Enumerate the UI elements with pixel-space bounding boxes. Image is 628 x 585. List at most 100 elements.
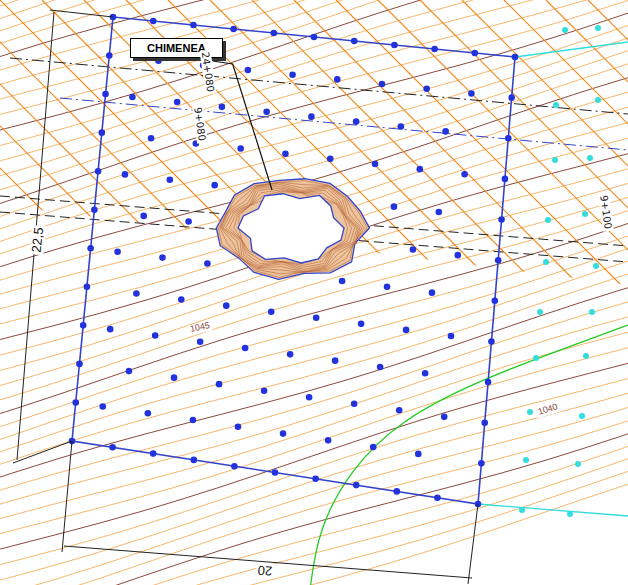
- blast-hole: [545, 217, 551, 223]
- blast-hole: [102, 91, 109, 98]
- blast-hole: [148, 135, 155, 142]
- blast-hole: [583, 353, 589, 359]
- blast-hole: [377, 364, 384, 371]
- blast-hole: [498, 216, 505, 223]
- blast-hole: [190, 417, 197, 424]
- blast-hole: [492, 298, 499, 305]
- blast-hole: [126, 368, 133, 375]
- contour-line: [0, 0, 628, 166]
- blast-hole: [190, 22, 197, 29]
- blast-hole: [485, 379, 492, 386]
- blast-hole: [595, 97, 601, 103]
- blast-hole: [429, 289, 436, 296]
- blast-hole: [582, 211, 588, 217]
- blast-hole: [353, 118, 360, 125]
- blast-hole: [372, 161, 379, 168]
- blast-hole: [174, 99, 181, 106]
- blast-hole: [171, 374, 178, 381]
- dimension-lines: [13, 10, 478, 584]
- contour-line: [0, 0, 628, 76]
- blast-hole: [512, 54, 519, 61]
- contour-line: [0, 264, 628, 471]
- grade-line: [588, 0, 628, 330]
- contour-line: [0, 0, 628, 151]
- blast-hole: [527, 409, 533, 415]
- blast-hole: [552, 157, 558, 163]
- grade-line: [210, 0, 540, 330]
- blast-hole: [219, 104, 226, 111]
- blast-hole: [403, 327, 410, 334]
- blast-hole: [478, 460, 485, 467]
- blast-hole: [245, 67, 252, 74]
- blast-hole: [508, 94, 515, 101]
- grade-lines: [0, 0, 628, 330]
- blast-hole: [441, 414, 448, 421]
- blast-hole: [87, 245, 94, 252]
- blast-hole: [289, 71, 296, 78]
- blast-hole: [311, 34, 318, 41]
- blast-hole: [76, 361, 83, 368]
- blast-hole: [396, 407, 403, 414]
- blast-hole: [379, 81, 386, 88]
- grade-line: [462, 0, 628, 330]
- blast-hole: [575, 461, 581, 467]
- blast-hole: [353, 482, 360, 489]
- blast-hole: [216, 381, 223, 388]
- blast-hole: [237, 145, 244, 152]
- contour-line: [0, 384, 628, 585]
- grade-line: [42, 0, 372, 330]
- contour-line: [0, 0, 628, 50]
- blast-hole: [434, 494, 441, 501]
- blast-hole: [384, 284, 391, 291]
- contour-line: [0, 293, 628, 496]
- blast-hole: [145, 410, 152, 417]
- blast-hole: [204, 260, 211, 267]
- blast-hole: [488, 338, 495, 345]
- blast-hole: [442, 128, 449, 135]
- blast-hole: [579, 413, 585, 419]
- blast-hole: [211, 182, 218, 189]
- blast-hole: [589, 309, 595, 315]
- blast-hole: [109, 444, 116, 451]
- blast-hole: [472, 50, 479, 57]
- blast-hole: [567, 511, 573, 517]
- grade-line: [84, 0, 414, 330]
- blast-hole: [95, 168, 102, 175]
- contour-line: [0, 99, 628, 300]
- blast-holes: [69, 14, 519, 508]
- contour-line: [0, 398, 628, 585]
- extension-line: [515, 42, 628, 57]
- blast-hole: [91, 206, 98, 213]
- blast-hole: [230, 26, 237, 33]
- contour-line: [0, 0, 628, 38]
- adjacent-holes: [519, 25, 601, 517]
- blast-hole: [242, 345, 249, 352]
- contour-line: [0, 474, 628, 585]
- blast-hole: [431, 46, 438, 53]
- blast-hole: [150, 18, 157, 25]
- blast-hole: [159, 254, 166, 261]
- blast-hole: [235, 424, 242, 431]
- grade-line: [126, 0, 456, 330]
- blast-hole: [537, 309, 543, 315]
- blast-hole: [422, 370, 429, 377]
- grade-line: [252, 0, 582, 330]
- grade-line: [378, 0, 628, 330]
- leader-line: [213, 61, 272, 190]
- blast-hole: [394, 488, 401, 495]
- blast-hole: [523, 457, 529, 463]
- blast-hole: [495, 257, 502, 264]
- blast-hole: [306, 394, 313, 401]
- blast-hole: [107, 326, 114, 333]
- grade-line: [420, 0, 628, 330]
- blast-hole: [191, 457, 198, 464]
- blast-hole: [519, 507, 525, 513]
- blast-hole: [167, 176, 174, 183]
- blast-hole: [263, 108, 270, 115]
- blast-hole: [593, 263, 599, 269]
- blast-hole: [84, 284, 91, 291]
- blast-hole: [410, 246, 417, 253]
- extension-line: [478, 504, 628, 516]
